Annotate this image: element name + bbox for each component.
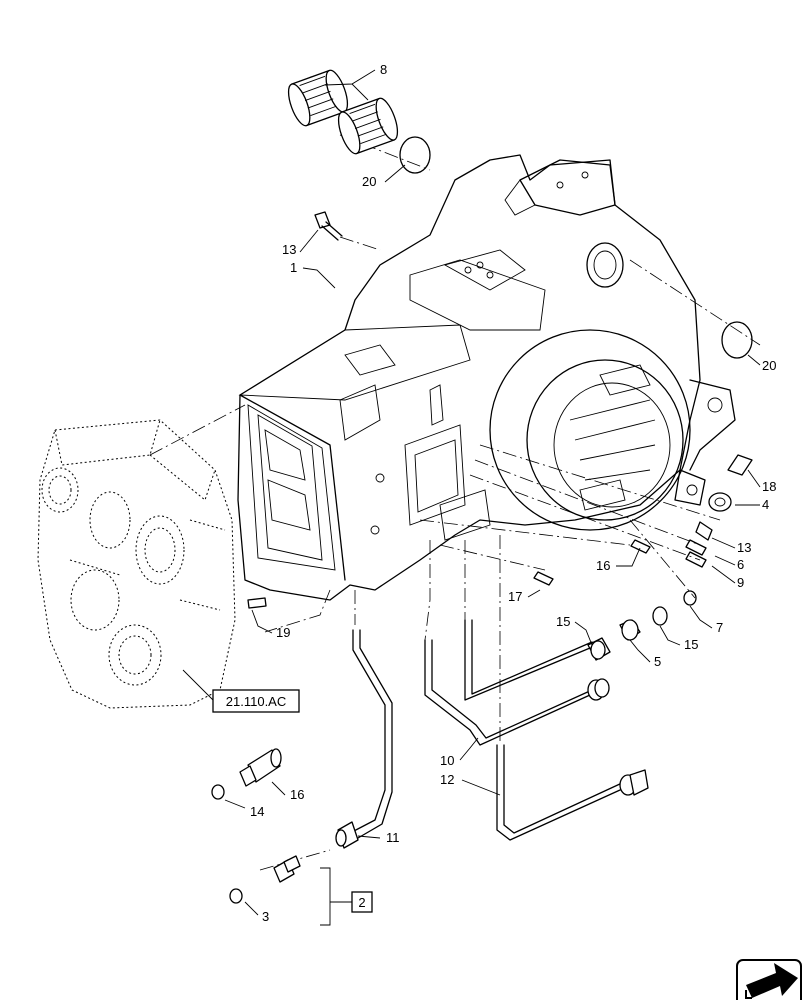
callout-15: 17 (508, 589, 522, 604)
fitting-kit-2 (229, 855, 301, 904)
plug-18 (239, 748, 282, 787)
callout-10: 10 (440, 753, 454, 768)
callout-16: 19 (276, 625, 290, 640)
callout-4: 4 (762, 497, 769, 512)
pipe-lower-left (335, 629, 393, 849)
callout-8: 8 (380, 62, 387, 77)
pipes (424, 619, 649, 841)
ghost-adjacent-housing (37, 419, 236, 709)
callout-3: 3 (262, 909, 269, 924)
callout-14: 15 (684, 637, 698, 652)
small-parts-right (247, 454, 753, 609)
bolt-top (314, 211, 343, 241)
callout-6: 6 (737, 557, 744, 572)
callout-20: 20 (762, 358, 776, 373)
callout-15: 16 (596, 558, 610, 573)
reference-box[interactable]: 21.110.AC (212, 689, 300, 713)
kit-box[interactable]: 2 (351, 891, 373, 913)
callout-5: 5 (654, 654, 661, 669)
callout-7: 7 (716, 620, 723, 635)
callout-labels: 8 20 13 1 20 18 4 13 6 9 16 17 19 15 5 1… (250, 62, 776, 924)
callout-11: 11 (386, 830, 400, 845)
reference-label: 21.110.AC (226, 694, 286, 709)
callout-19: 14 (250, 804, 264, 819)
callout-17: 15 (556, 614, 570, 629)
callout-16: 18 (762, 479, 776, 494)
callout-1: 1 (290, 260, 297, 275)
transmission-housing (237, 154, 736, 601)
kit-label: 2 (358, 895, 365, 910)
callout-20: 20 (362, 174, 376, 189)
o-ring-right (721, 321, 753, 359)
callout-9: 9 (737, 575, 744, 590)
o-ring-upper (399, 136, 431, 174)
leader-lines (182, 69, 761, 926)
callout-13: 13 (282, 242, 296, 257)
centre-lines (149, 134, 761, 871)
o-ring-19 (211, 784, 225, 800)
next-page-arrow-icon[interactable] (736, 959, 802, 1000)
callout-12: 12 (440, 772, 454, 787)
callout-18: 16 (290, 787, 304, 802)
fittings-group (587, 590, 697, 661)
callout-13: 13 (737, 540, 751, 555)
roller-bearings (287, 69, 399, 155)
